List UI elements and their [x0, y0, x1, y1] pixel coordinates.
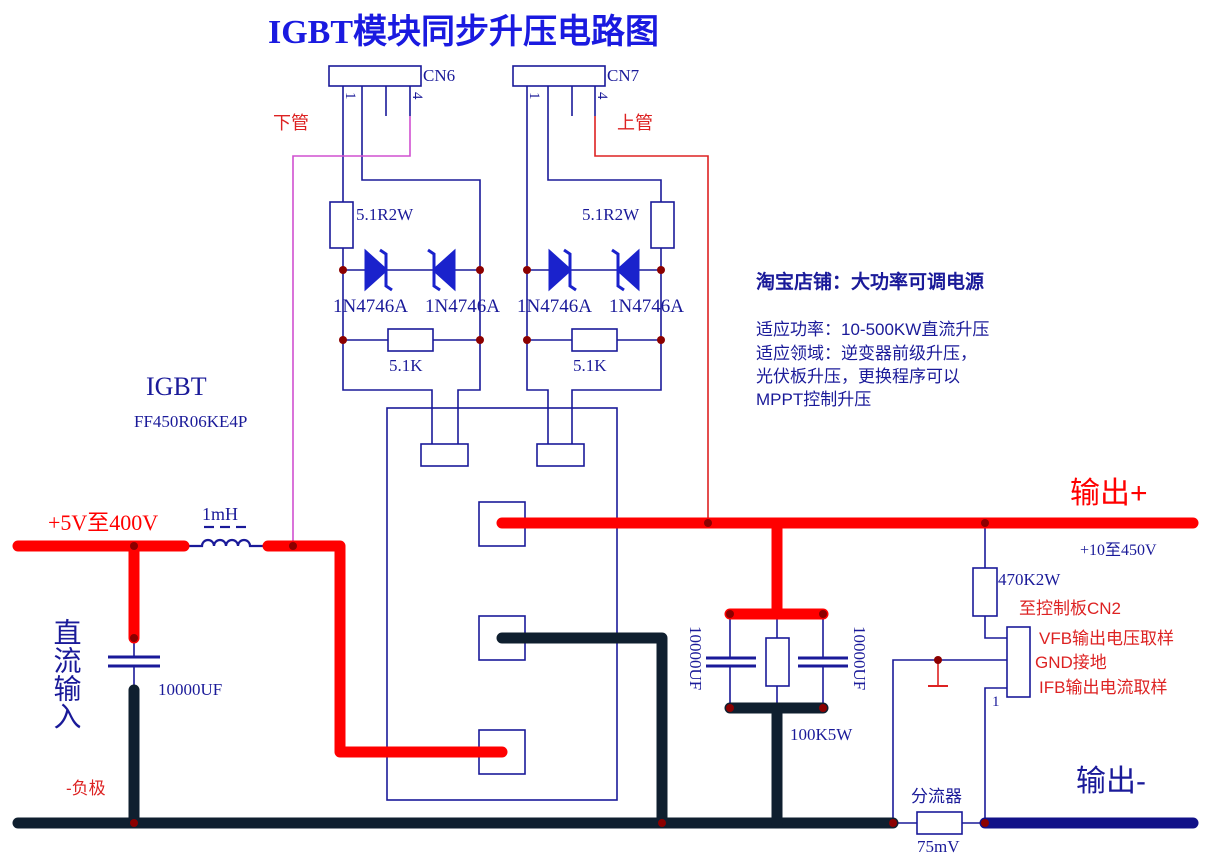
inductor-label: 1mH	[202, 504, 238, 524]
gnd-label: GND接地	[1035, 653, 1107, 672]
divider-resistor-label: 470K2W	[998, 570, 1061, 589]
dc-input-label: 直流输入	[51, 618, 82, 730]
zener-right-a-label: 1N4746A	[517, 296, 592, 317]
gate-resistor-left-label: 5.1R2W	[356, 205, 414, 224]
output-negative-label: 输出-	[1076, 765, 1146, 798]
high-side-label: 上管	[617, 113, 653, 133]
output-cap-left-label: 10000UF	[686, 626, 705, 690]
zener-left-a-label: 1N4746A	[333, 296, 408, 317]
zener-diodes	[364, 248, 640, 292]
cn6-pin4: 4	[409, 92, 425, 100]
power-path-ground	[12, 632, 899, 829]
junction-dots	[130, 266, 989, 827]
zener-diode-left-b	[427, 248, 456, 292]
vfb-label: VFB输出电压取样	[1039, 629, 1174, 648]
zener-diode-right-b	[611, 248, 640, 292]
cn2-connector	[1006, 626, 1031, 698]
zener-diode-right-a	[548, 248, 577, 292]
resistor-100k5w	[765, 637, 790, 687]
igbt-gate-terminal-low	[420, 443, 469, 467]
resistor-5-1r-right	[650, 201, 675, 249]
shop-title: 淘宝店铺：大功率可调电源	[756, 270, 984, 293]
output-range-label: +10至450V	[1080, 542, 1157, 559]
output-positive-label: 输出+	[1070, 477, 1148, 510]
zener-left-b-label: 1N4746A	[425, 296, 500, 317]
cn6-label: CN6	[423, 66, 455, 85]
shop-line-4: MPPT控制升压	[756, 390, 871, 409]
cn7-pin4: 4	[594, 92, 610, 100]
resistor-5-1k-right	[571, 328, 618, 352]
zener-right-b-label: 1N4746A	[609, 296, 684, 317]
input-negative-label: -负极	[66, 779, 106, 798]
gate-signal-low	[292, 116, 411, 546]
shunt-value-label: 75mV	[917, 837, 960, 856]
resistor-5-1r-left	[329, 201, 354, 249]
output-cap-right-label: 10000UF	[850, 626, 869, 690]
gate-resistor-right-label: 5.1R2W	[582, 205, 640, 224]
resistor-5-1k-left	[387, 328, 434, 352]
zener-diode-left-a	[364, 248, 393, 292]
pulldown-right-label: 5.1K	[573, 356, 607, 375]
cn2-pin1-label: 1	[992, 694, 1000, 710]
input-voltage-label: +5V至400V	[48, 510, 158, 535]
cn7-label: CN7	[607, 66, 640, 85]
igbt-module-outline	[386, 407, 618, 801]
cn6-pin1: 1	[342, 92, 358, 100]
shop-line-1: 适应功率：10-500KW直流升压	[756, 320, 989, 339]
control-board-label: 至控制板CN2	[1019, 599, 1121, 618]
low-side-label: 下管	[273, 113, 309, 133]
igbt-label: IGBT	[146, 372, 207, 401]
resistor-470k2w	[972, 567, 998, 617]
input-capacitor-label: 10000UF	[158, 680, 222, 699]
cn7-body	[512, 65, 606, 87]
shunt-name-label: 分流器	[911, 787, 962, 806]
power-path-positive	[12, 517, 1199, 758]
igbt-gate-terminal-high	[536, 443, 585, 467]
bleeder-resistor-label: 100K5W	[790, 725, 853, 744]
shunt-resistor	[916, 811, 963, 835]
pulldown-left-label: 5.1K	[389, 356, 423, 375]
shop-line-2: 适应领域：逆变器前级升压，	[756, 344, 977, 363]
ifb-label: IFB输出电流取样	[1039, 678, 1167, 697]
diagram-title: IGBT模块同步升压电路图	[268, 13, 659, 51]
inductor-1mh	[184, 525, 268, 548]
shop-line-3: 光伏板升压，更换程序可以	[756, 367, 960, 386]
gate-signal-high	[594, 116, 709, 523]
cn6-body	[328, 65, 422, 87]
thin-wiring	[108, 65, 1031, 835]
cn7-pin1: 1	[526, 92, 542, 100]
igbt-part-number: FF450R06KE4P	[134, 412, 247, 431]
